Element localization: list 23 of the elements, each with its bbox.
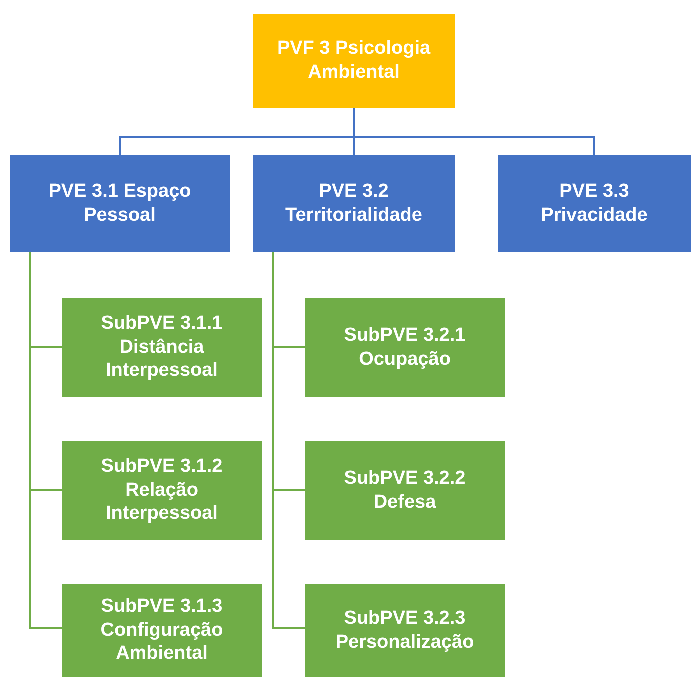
subcategory-box: [305, 298, 505, 397]
box-label: SubPVE 3.2.1 Ocupação: [343, 324, 467, 372]
connector-line: [272, 252, 305, 629]
connector-line: [29, 252, 62, 629]
box-label: PVE 3.2 Territorialidade: [284, 180, 424, 228]
subcategory-box: [62, 441, 262, 540]
root-box: [253, 14, 455, 108]
box-label: PVE 3.3 Privacidade: [540, 180, 649, 228]
box-label: SubPVE 3.1.1 Distância Interpessoal: [100, 312, 224, 384]
category-box: [253, 155, 455, 252]
category-box: [498, 155, 691, 252]
connector-line: [353, 108, 596, 155]
subcategory-box: [62, 584, 262, 677]
subcategory-box: [62, 298, 262, 397]
subcategory-box: [305, 584, 505, 677]
box-label: PVE 3.1 Espaço Pessoal: [48, 180, 192, 228]
box-label: SubPVE 3.1.2 Relação Interpessoal: [100, 454, 224, 526]
subcategory-box: [305, 441, 505, 540]
box-label: SubPVE 3.2.3 Personalização: [334, 606, 476, 654]
box-label: SubPVE 3.1.3 Configuração Ambiental: [100, 594, 224, 666]
box-label: PVF 3 Psicologia Ambiental: [276, 37, 432, 85]
box-label: SubPVE 3.2.2 Defesa: [343, 466, 467, 514]
category-box: [10, 155, 230, 252]
